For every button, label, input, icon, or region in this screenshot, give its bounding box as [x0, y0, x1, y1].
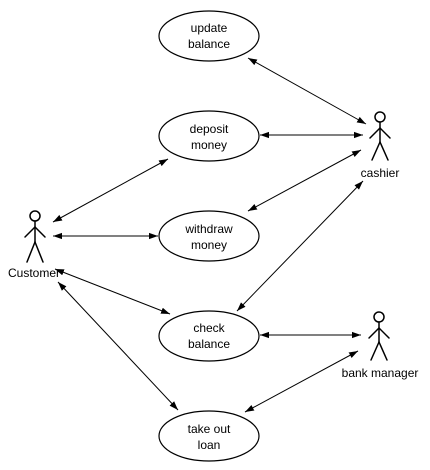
association-customer-check	[54, 268, 171, 315]
stick-figure-icon	[368, 311, 390, 361]
actor-cashier[interactable]: cashier	[361, 111, 400, 180]
actor-label-customer: Customer	[8, 266, 60, 280]
use-case-label-line-1: update	[191, 21, 228, 35]
association-check-cashier	[236, 180, 364, 312]
association-update-cashier	[247, 57, 367, 125]
use-case-take-out-loan[interactable]: take out loan	[158, 410, 260, 462]
stick-figure-icon	[369, 111, 391, 161]
use-case-label-line-2: money	[191, 138, 227, 152]
use-case-label-line-1: take out	[188, 422, 231, 436]
association-customer-deposit	[52, 158, 169, 223]
use-case-label-line-1: deposit	[190, 122, 229, 136]
actor-bank-manager[interactable]: bank manager	[342, 311, 419, 380]
use-case-withdraw-money[interactable]: withdraw money	[158, 210, 260, 262]
use-case-label-line-1: withdraw	[184, 222, 233, 236]
actor-label-cashier: cashier	[361, 166, 400, 180]
use-case-label-line-2: loan	[198, 438, 221, 452]
association-customer-loan	[57, 281, 179, 411]
use-case-deposit-money[interactable]: deposit money	[158, 110, 260, 162]
actor-customer[interactable]: Customer	[8, 210, 60, 280]
actor-label-bank-manager: bank manager	[342, 366, 419, 380]
use-case-label-line-2: balance	[188, 37, 230, 51]
use-case-label-line-2: balance	[188, 337, 230, 351]
association-loan-manager	[244, 350, 359, 413]
use-case-label-line-2: money	[191, 238, 227, 252]
use-case-label-line-1: check	[193, 321, 225, 335]
associations	[52, 57, 367, 413]
use-case-update-balance[interactable]: update balance	[158, 10, 260, 62]
use-case-check-balance[interactable]: check balance	[158, 310, 260, 362]
association-withdraw-cashier	[247, 149, 362, 212]
stick-figure-icon	[24, 210, 46, 263]
